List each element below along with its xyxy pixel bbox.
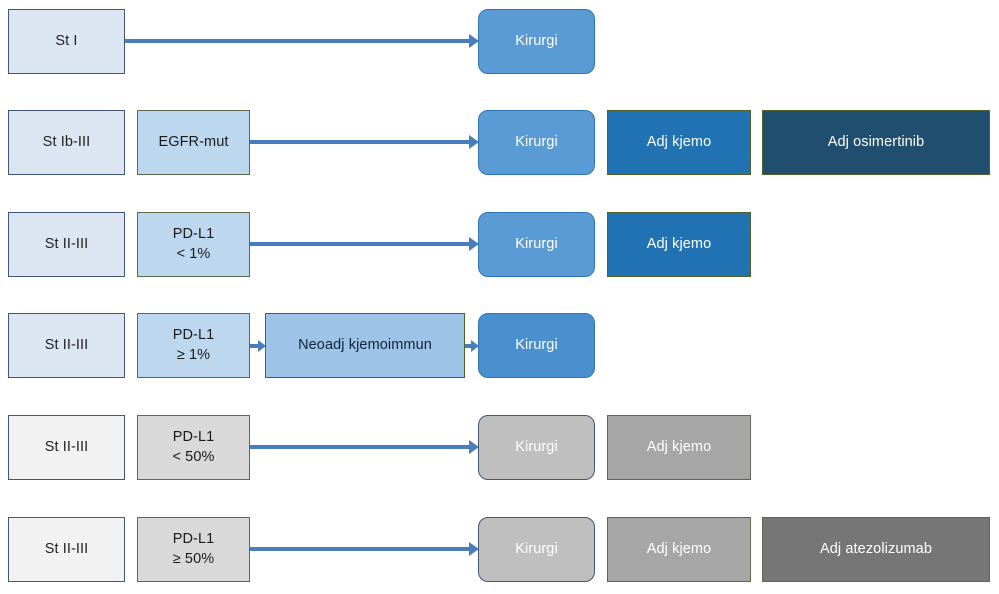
immunotherapy-node-row-6[interactable]: Adj atezolizumab: [762, 517, 990, 582]
adjuvant-chemo-node-row-3[interactable]: Adj kjemo: [607, 212, 751, 277]
neoadjuvant-node-row-4[interactable]: Neoadj kjemoimmun: [265, 313, 465, 378]
biomarker-node-row-3[interactable]: PD-L1 < 1%: [137, 212, 250, 277]
surgery-node-row-2[interactable]: Kirurgi: [478, 110, 595, 175]
biomarker-node-row-2[interactable]: EGFR-mut: [137, 110, 250, 175]
arrow-head-icon: [469, 237, 479, 251]
adjuvant-chemo-node-row-6[interactable]: Adj kjemo: [607, 517, 751, 582]
arrow-head-icon: [469, 135, 479, 149]
arrow-head-icon: [469, 34, 479, 48]
biomarker-node-row-4[interactable]: PD-L1 ≥ 1%: [137, 313, 250, 378]
surgery-node-row-5[interactable]: Kirurgi: [478, 415, 595, 480]
arrow-head-icon: [469, 440, 479, 454]
arrow-head-icon: [258, 340, 266, 352]
arrow-biomarker-to-surgery-row-2: [250, 135, 479, 149]
biomarker-node-row-5[interactable]: PD-L1 < 50%: [137, 415, 250, 480]
arrow-biomarker-to-surgery-row-5: [250, 440, 479, 454]
biomarker-node-row-6[interactable]: PD-L1 ≥ 50%: [137, 517, 250, 582]
arrow-neoadjuvant-to-surgery-row-4: [465, 340, 479, 352]
surgery-node-row-6[interactable]: Kirurgi: [478, 517, 595, 582]
stage-node-row-1[interactable]: St I: [8, 9, 125, 74]
stage-node-row-5[interactable]: St II-III: [8, 415, 125, 480]
adjuvant-chemo-node-row-5[interactable]: Adj kjemo: [607, 415, 751, 480]
stage-node-row-2[interactable]: St Ib-III: [8, 110, 125, 175]
arrow-biomarker-to-neoadjuvant-row-4: [250, 340, 266, 352]
arrow-stage-to-surgery-row-1: [125, 34, 479, 48]
stage-node-row-6[interactable]: St II-III: [8, 517, 125, 582]
adjuvant-chemo-node-row-2[interactable]: Adj kjemo: [607, 110, 751, 175]
surgery-node-row-4[interactable]: Kirurgi: [478, 313, 595, 378]
surgery-node-row-3[interactable]: Kirurgi: [478, 212, 595, 277]
arrow-biomarker-to-surgery-row-3: [250, 237, 479, 251]
targeted-therapy-node-row-2[interactable]: Adj osimertinib: [762, 110, 990, 175]
stage-node-row-4[interactable]: St II-III: [8, 313, 125, 378]
arrow-head-icon: [469, 542, 479, 556]
surgery-node-row-1[interactable]: Kirurgi: [478, 9, 595, 74]
arrow-biomarker-to-surgery-row-6: [250, 542, 479, 556]
arrow-head-icon: [471, 340, 479, 352]
stage-node-row-3[interactable]: St II-III: [8, 212, 125, 277]
